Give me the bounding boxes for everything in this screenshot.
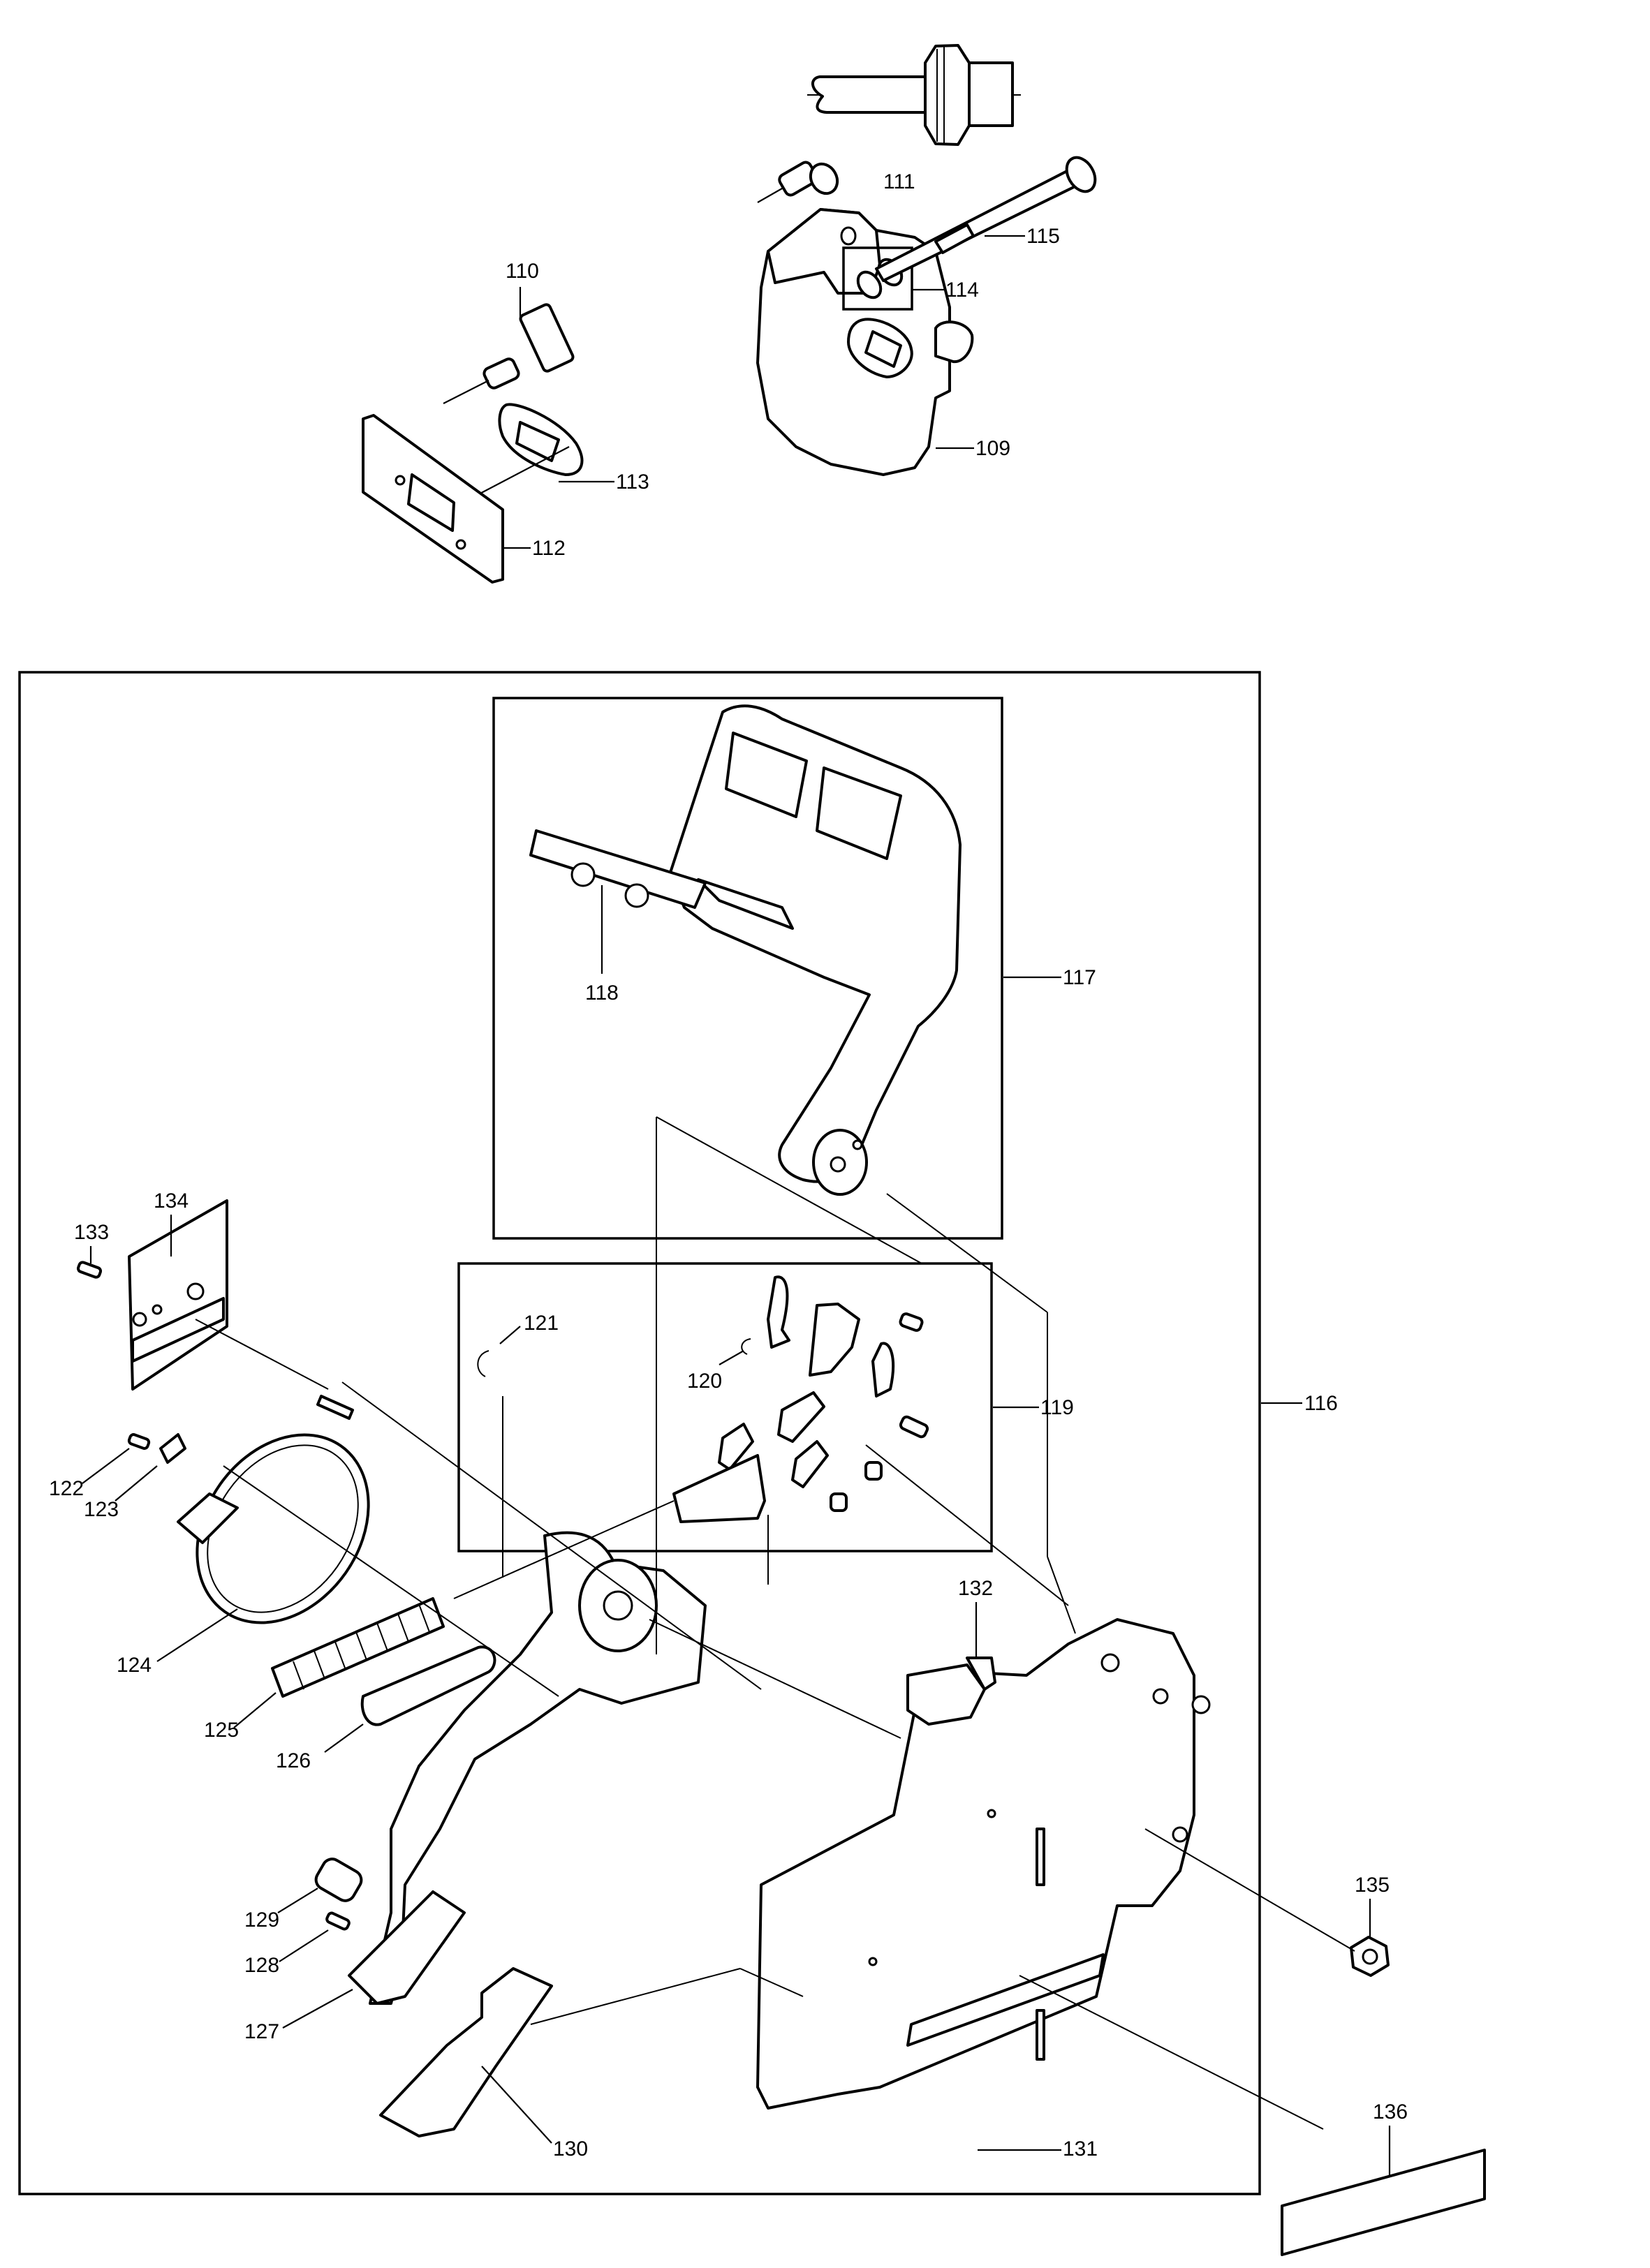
label-117: 117 [1063, 966, 1096, 989]
sprocket-housing-frame [369, 1531, 707, 2005]
label-119: 119 [1040, 1396, 1074, 1419]
label-121: 121 [524, 1312, 559, 1335]
part-131-sprocket-guard [756, 1618, 1211, 2151]
label-115: 115 [1026, 225, 1060, 248]
label-127: 127 [244, 2020, 279, 2043]
detail-shaft-collar [807, 44, 1021, 146]
part-122-123-screw-clamp [82, 1433, 186, 1502]
label-122: 122 [49, 1477, 84, 1500]
label-132: 132 [958, 1577, 993, 1600]
label-118: 118 [585, 981, 619, 1005]
label-112: 112 [532, 537, 566, 560]
part-115-long-bolt [875, 156, 1097, 282]
part-120-121-rings [477, 1326, 751, 1377]
guide-lines [195, 1116, 1076, 2025]
assembly-frame-116 [18, 671, 1261, 2195]
label-134: 134 [154, 1189, 189, 1213]
part-127-catcher-plate [282, 1890, 466, 2029]
box-119 [457, 1262, 993, 1552]
part-111-bolt [757, 161, 839, 203]
part-119-links [672, 1275, 929, 1523]
box-117 [492, 697, 1003, 1240]
label-136: 136 [1373, 2100, 1408, 2124]
part-124-brake-band [156, 1395, 370, 1662]
label-113: 113 [616, 470, 649, 494]
label-125: 125 [204, 1719, 239, 1742]
part-135-flange-nut [1144, 1828, 1390, 1977]
label-123: 123 [84, 1498, 119, 1521]
part-110-stud [443, 287, 575, 404]
label-120: 120 [687, 1370, 722, 1393]
label-131: 131 [1063, 2137, 1098, 2160]
part-130-cover-plate [379, 1967, 553, 2144]
label-128: 128 [244, 1954, 279, 1977]
part-134-guide-plate [76, 1199, 228, 1391]
part-118-label-plate [529, 829, 707, 974]
part-128-screw [279, 1911, 351, 1962]
label-109: 109 [975, 437, 1010, 460]
label-124: 124 [117, 1654, 152, 1677]
part-113-gasket [473, 403, 614, 498]
part-129-spacer [277, 1858, 363, 1913]
label-126: 126 [276, 1749, 311, 1772]
part-125-spring [233, 1597, 445, 1728]
label-130: 130 [553, 2137, 588, 2160]
label-114: 114 [945, 279, 979, 302]
part-112-plate [362, 414, 531, 584]
label-129: 129 [244, 1908, 279, 1932]
part-117-hand-guard [669, 704, 962, 1196]
label-110: 110 [506, 260, 539, 283]
label-135: 135 [1355, 1874, 1390, 1897]
label-133: 133 [74, 1221, 109, 1244]
part-136-label [1019, 1975, 1486, 2256]
label-116: 116 [1304, 1392, 1338, 1415]
label-111: 111 [883, 170, 915, 193]
part-132-rubber-block [906, 1602, 996, 1726]
